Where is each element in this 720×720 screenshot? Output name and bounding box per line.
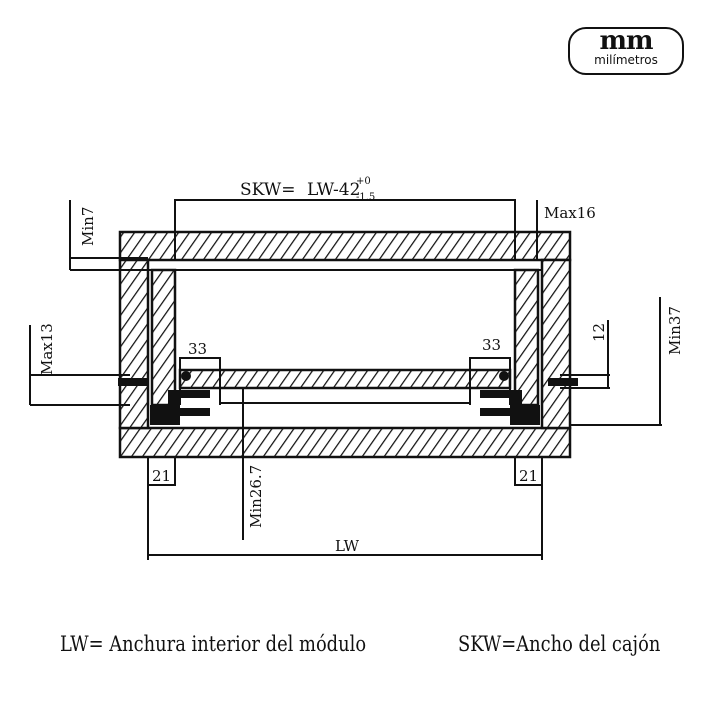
skw-tolerance-upper: +0 [356,176,371,187]
dim-33-left-label: 33 [188,340,207,358]
brand-logo: mm milímetros [568,27,684,75]
max13-label: Max13 [38,323,56,375]
min26-7-label: Min26.7 [247,465,265,528]
cabinet-right-panel [540,258,572,430]
cabinet-bottom-panel [118,426,572,459]
skw-label: SKW= [240,180,295,200]
logo-mark: mm [599,26,653,56]
drawer-bottom [178,368,512,390]
dim-21-right-label: 21 [519,467,538,485]
drawer-right-side [513,268,540,407]
cabinet-top-panel [118,230,572,262]
drawer-runner-profiles [118,371,578,425]
min7-label: Min7 [79,207,97,246]
dim-12-label: 12 [590,323,608,342]
drawer-left-side [150,268,177,407]
caption-skw-definition: SKW=Ancho del cajón [458,632,661,656]
lw-label: LW [335,537,360,555]
skw-formula: LW-42 [307,180,360,200]
min37-label: Min37 [666,306,684,355]
dim-33-right-label: 33 [482,336,501,354]
skw-tolerance-lower: -1.5 [356,192,375,203]
cabinet-left-panel [118,258,150,430]
logo-subtitle: milímetros [594,53,658,67]
dim-21-left-label: 21 [152,467,171,485]
caption-lw-definition: LW= Anchura interior del módulo [60,632,367,656]
max16-label: Max16 [544,204,596,222]
